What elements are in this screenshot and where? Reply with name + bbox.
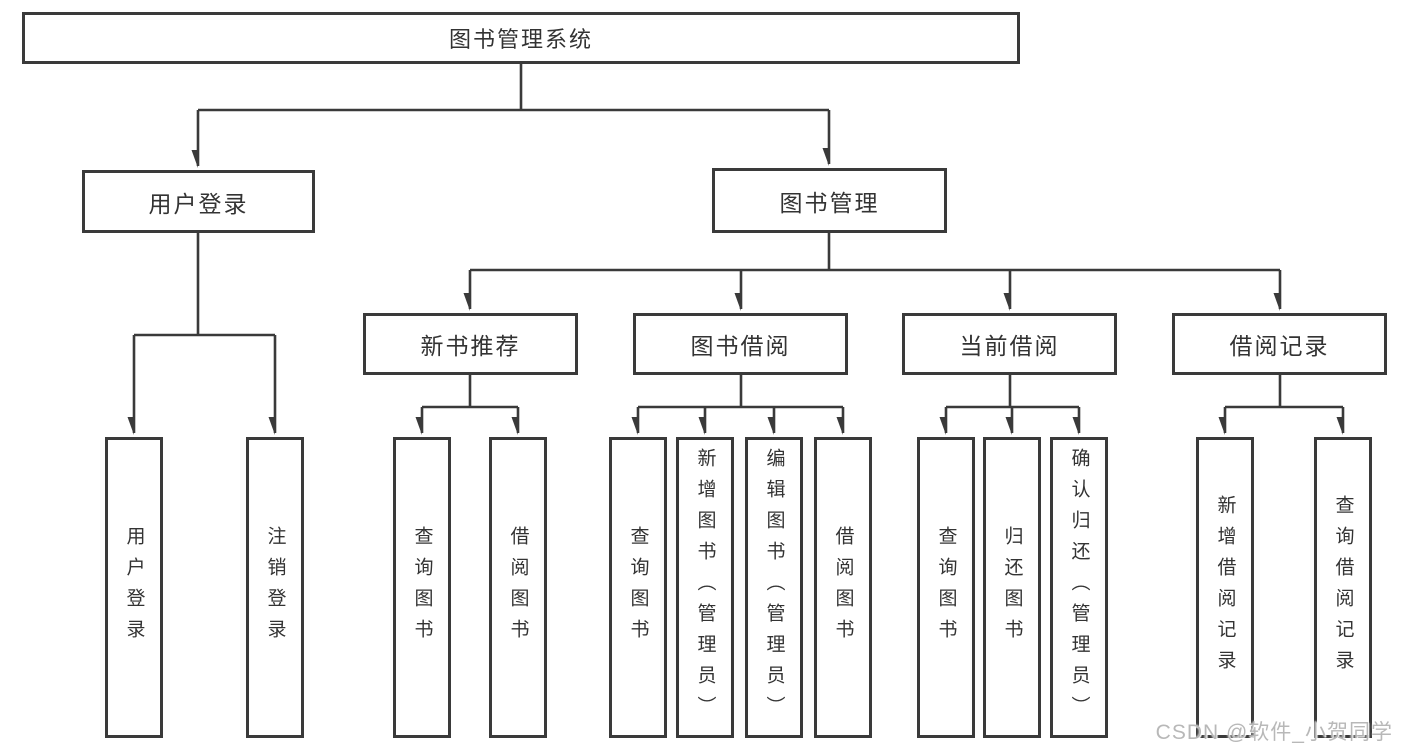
- node-book-borrow: 图书借阅: [633, 313, 848, 375]
- node-label: 图书管理系统: [448, 27, 593, 52]
- leaf-return-books: 归还图书: [983, 437, 1041, 738]
- node-label: 查询借阅记录: [1332, 494, 1354, 681]
- leaf-query-books-recommend: 查询图书: [393, 437, 451, 738]
- node-label: 新书推荐: [420, 333, 521, 359]
- node-label: 确认归还（管理员）: [1068, 448, 1090, 727]
- node-label: 编辑图书（管理员）: [763, 448, 785, 727]
- node-label: 借阅记录: [1229, 333, 1330, 359]
- node-label: 图书管理: [779, 189, 880, 216]
- node-label: 注销登录: [264, 525, 286, 650]
- csdn-watermark: CSDN @软件_小贺同学: [1155, 721, 1393, 744]
- leaf-add-borrow-record: 新增借阅记录: [1196, 437, 1254, 738]
- leaf-borrow-books: 借阅图书: [814, 437, 872, 738]
- node-label: 图书借阅: [690, 333, 791, 359]
- node-label: 查询图书: [627, 525, 649, 650]
- leaf-add-books-admin: 新增图书（管理员）: [676, 437, 734, 738]
- node-current-borrow: 当前借阅: [902, 313, 1117, 375]
- node-label: 查询图书: [411, 525, 433, 650]
- node-label: 新增图书（管理员）: [694, 448, 716, 727]
- node-borrow-record: 借阅记录: [1172, 313, 1387, 375]
- node-new-book-recommend: 新书推荐: [363, 313, 578, 375]
- node-label: 借阅图书: [832, 525, 854, 650]
- node-label: 新增借阅记录: [1214, 494, 1236, 681]
- node-label: 用户登录: [148, 190, 249, 217]
- node-root-library-system: 图书管理系统: [22, 12, 1020, 64]
- node-label: 借阅图书: [507, 525, 529, 650]
- node-label: 用户登录: [123, 525, 145, 650]
- node-label: 当前借阅: [959, 333, 1060, 359]
- leaf-query-books-borrow: 查询图书: [609, 437, 667, 738]
- node-label: 归还图书: [1001, 525, 1023, 650]
- node-label: 查询图书: [935, 525, 957, 650]
- leaf-borrow-books-recommend: 借阅图书: [489, 437, 547, 738]
- leaf-edit-books-admin: 编辑图书（管理员）: [745, 437, 803, 738]
- leaf-logout: 注销登录: [246, 437, 304, 738]
- leaf-query-books-current: 查询图书: [917, 437, 975, 738]
- leaf-query-borrow-record: 查询借阅记录: [1314, 437, 1372, 738]
- leaf-user-login: 用户登录: [105, 437, 163, 738]
- node-book-management: 图书管理: [712, 168, 947, 233]
- node-user-login: 用户登录: [82, 170, 315, 233]
- leaf-confirm-return-admin: 确认归还（管理员）: [1050, 437, 1108, 738]
